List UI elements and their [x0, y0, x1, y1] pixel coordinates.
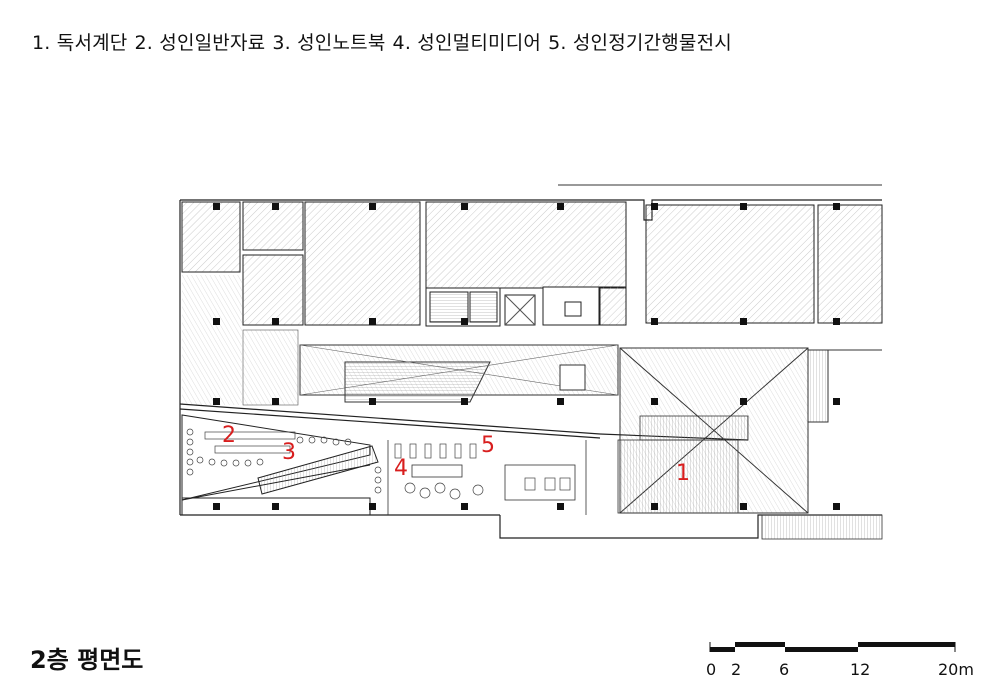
- left-corridor: [182, 275, 242, 405]
- legend-item-2: 2. 성인일반자료: [134, 32, 266, 54]
- reading-stair: [617, 415, 883, 540]
- legend-item-5: 5. 성인정기간행물전시: [548, 32, 732, 54]
- legend: 1. 독서계단 2. 성인일반자료 3. 성인노트북 4. 성인멀티미디어 5. 성인정…: [32, 28, 739, 55]
- plan-title: 2층 평면도: [30, 646, 144, 674]
- columns: [213, 203, 840, 510]
- scale-label-12: 12: [850, 660, 871, 679]
- legend-item-1: 1. 독서계단: [32, 32, 128, 54]
- scale-label-6: 6: [779, 660, 790, 679]
- area-number-1: 1: [676, 461, 690, 486]
- area-number-2: 2: [222, 423, 236, 448]
- scale-label-20m: 20m: [938, 660, 974, 679]
- lower-left-stair: [181, 414, 379, 516]
- scale-label-0: 0: [706, 660, 717, 679]
- area-number-4: 4: [394, 456, 408, 481]
- core: [425, 286, 627, 327]
- scale-label-2: 2: [731, 660, 742, 679]
- legend-item-4: 4. 성인멀티미디어: [392, 32, 542, 54]
- area-number-3: 3: [282, 440, 296, 465]
- legend-item-3: 3. 성인노트북: [272, 32, 386, 54]
- rooms-top: [181, 201, 883, 326]
- area-number-5: 5: [481, 433, 495, 458]
- furniture: [186, 428, 571, 500]
- lower-rooms: [387, 440, 587, 515]
- scale-bar: [709, 642, 956, 652]
- atrium: [299, 344, 619, 403]
